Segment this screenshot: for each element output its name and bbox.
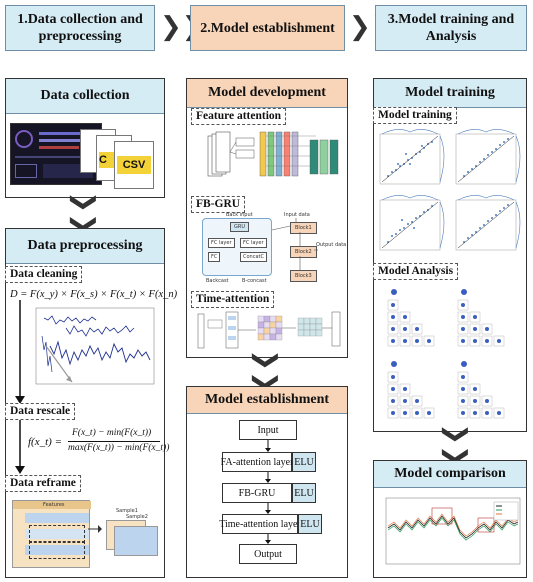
data-collection-title: Data collection xyxy=(6,79,164,114)
fbgru-connectors xyxy=(271,218,318,270)
fbgru-backcast: Backcast xyxy=(206,278,229,284)
fbgru-diagram: Back input Input data GRU FC layer FC la… xyxy=(196,212,347,288)
stage-1-line1: 1.Data collection and xyxy=(17,12,143,27)
rescale-formula-numerator: F(x_t) − min(F(x_t)) xyxy=(72,428,152,438)
feature-attention-diagram xyxy=(207,131,339,177)
csv-file-icon: CSV xyxy=(114,141,154,189)
fbgru-block3: Block3 xyxy=(290,270,317,282)
flow-elu-1: ELU xyxy=(292,452,316,472)
model-training-title: Model training xyxy=(374,79,526,108)
stage-2-box: 2.Model establishment xyxy=(190,5,345,51)
training-scatter-plots xyxy=(379,129,521,251)
model-training-panel: Model training xyxy=(373,78,527,432)
time-attention-label: Time-attention xyxy=(191,291,275,308)
reframe-arrow xyxy=(88,525,102,533)
fbgru-fc1-box: FC layer xyxy=(208,238,235,248)
reframe-samples: Sample1 Sample2 xyxy=(102,508,160,558)
model-comparison-title: Model comparison xyxy=(374,461,526,488)
fbgru-block2: Block2 xyxy=(290,246,317,258)
fbgru-gru-box: GRU xyxy=(230,222,250,232)
flow-elu-3: ELU xyxy=(298,514,322,534)
csv-partial-label: C xyxy=(99,154,107,166)
analysis-pair-plots xyxy=(387,289,505,419)
data-rescale-label: Data rescale xyxy=(5,403,76,420)
flow-output-node: Output xyxy=(239,544,297,564)
rescale-fraction-bar xyxy=(68,441,160,442)
fbgru-label: FB-GRU xyxy=(191,196,246,213)
stage-1-line2: preprocessing xyxy=(38,29,122,44)
model-development-title: Model development xyxy=(187,79,347,108)
data-preprocessing-title: Data preprocessing xyxy=(6,229,164,264)
csv-label: CSV xyxy=(117,156,151,174)
fbgru-forecast: B-concast xyxy=(242,278,267,284)
stage-3-line1: 3.Model training and xyxy=(387,12,515,27)
model-establishment-title: Model establishment xyxy=(187,387,347,414)
model-training-sublabel: Model training xyxy=(373,107,457,124)
time-attention-diagram xyxy=(197,311,341,349)
flow-elu-2: ELU xyxy=(292,483,316,503)
flow-input-node: Input xyxy=(239,420,297,440)
stage-3-line2: Analysis xyxy=(425,29,477,44)
reframe-features-label: Features xyxy=(43,502,65,508)
preprocessing-flow-arrow xyxy=(15,300,25,474)
stage-1-box: 1.Data collection and preprocessing xyxy=(5,5,155,51)
feature-attention-label: Feature attention xyxy=(191,108,287,125)
cleaning-formula: D = F(x_y) × F(x_s) × F(x_t) × F(x_n) xyxy=(10,289,178,300)
flow-fbgru-node: FB-GRU xyxy=(222,483,292,503)
flow-ta-layer-node: Time-attention layer xyxy=(219,514,301,534)
stage-3-box: 3.Model training and Analysis xyxy=(375,5,527,51)
flow-fa-layer-node: FA-attention layer xyxy=(221,452,293,472)
reframe-sample2-label: Sample2 xyxy=(126,514,148,520)
reframe-sample1-label: Sample1 xyxy=(116,508,138,514)
rescale-formula-lhs: f(x_t) = xyxy=(28,436,62,448)
data-collection-panel: Data collection C CSV xyxy=(5,78,165,198)
reframe-table: Features xyxy=(12,500,91,568)
model-comparison-panel: Model comparison xyxy=(373,460,527,578)
comparison-line-chart xyxy=(385,497,521,565)
stage-2-line1: 2.Model establishment xyxy=(200,20,335,36)
fbgru-back-input: Back input xyxy=(226,212,253,218)
data-cleaning-label: Data cleaning xyxy=(5,266,83,283)
model-analysis-sublabel: Model Analysis xyxy=(373,263,459,280)
fbgru-block1: Block1 xyxy=(290,222,317,234)
data-reframe-label: Data reframe xyxy=(5,475,81,492)
fbgru-fc2-box: FC layer xyxy=(240,238,267,248)
fbgru-concat-box: ConcatC xyxy=(240,252,267,262)
rescale-formula-denominator: max(F(x_t)) − min(F(x_t)) xyxy=(68,443,170,453)
fbgru-output: Output data xyxy=(316,242,347,248)
cleaning-time-series xyxy=(35,307,155,385)
fbgru-input-data: Input data xyxy=(284,212,310,218)
establishment-flow-arrows xyxy=(265,440,271,544)
model-establishment-panel: Model establishment xyxy=(186,386,348,578)
